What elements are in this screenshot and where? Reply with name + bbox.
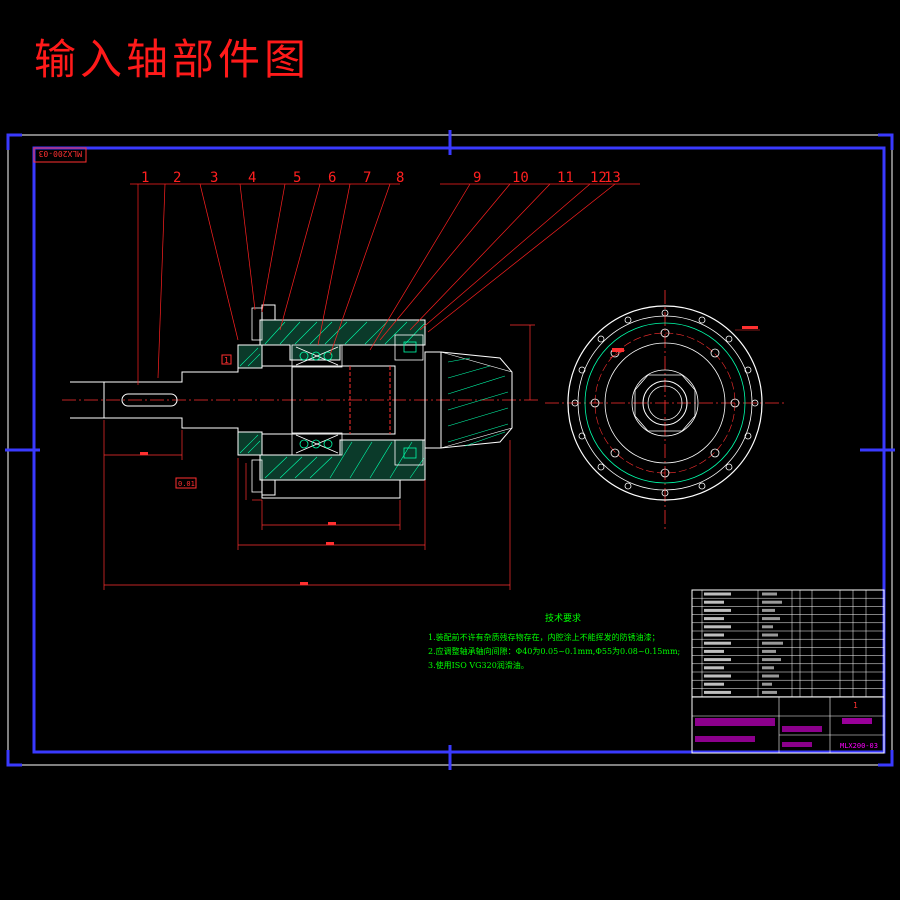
- hub-hex: [634, 374, 696, 432]
- tech-item-3: 3.使用ISO VG320润滑油。: [428, 661, 529, 670]
- parts-cell-text: [762, 666, 774, 670]
- parts-cell-text: [704, 674, 731, 678]
- technical-requirements: 技术要求 1.装配前不许有杂质残存物存在，内腔涂上不能挥发的防锈油漆； 2.应调…: [428, 612, 681, 673]
- balloon-1: 1: [141, 170, 149, 186]
- code-box-text: MLX200-03: [38, 149, 82, 158]
- parts-cell-text: [762, 674, 779, 678]
- parts-cell-text: [762, 617, 780, 621]
- parts-cell-text: [762, 600, 782, 604]
- parts-cell-text: [704, 592, 731, 596]
- balloon-11: 11: [557, 170, 574, 186]
- balloon-9: 9: [473, 170, 481, 186]
- dimension-values: [140, 452, 336, 585]
- inner-shaft: [291, 351, 442, 449]
- tech-item-1: 1.装配前不许有杂质残存物存在，内腔涂上不能挥发的防锈油漆；: [428, 633, 660, 642]
- bolt-circle: [594, 332, 736, 474]
- flange-ring-4: [604, 342, 726, 464]
- parts-cell-text: [762, 633, 778, 637]
- balloon-6: 6: [328, 170, 336, 186]
- balloon-5: 5: [293, 170, 301, 186]
- section-view: 1 0.01 1 2 3 4 5 6 7: [62, 170, 640, 590]
- leader-lines: [130, 183, 640, 385]
- bore-inner: [647, 385, 683, 421]
- code-box: [33, 147, 87, 163]
- balloon-2: 2: [173, 170, 181, 186]
- balloon-13: 13: [604, 170, 621, 186]
- bolts: [251, 307, 263, 493]
- parts-cell-text: [704, 600, 724, 604]
- balloon-8: 8: [396, 170, 404, 186]
- balloon-4: 4: [248, 170, 256, 186]
- title-block: 1 MLX200-03: [691, 589, 885, 754]
- parts-cell-text: [704, 658, 731, 662]
- parts-cell-text: [704, 682, 724, 686]
- parts-cell-text: [762, 658, 781, 662]
- balloon-7: 7: [363, 170, 371, 186]
- parts-cell-text: [704, 608, 731, 612]
- balloon-12: 12: [590, 170, 607, 186]
- parts-cell-text: [704, 641, 731, 645]
- hub-outer: [631, 369, 699, 437]
- parts-cell-text: [704, 690, 731, 694]
- end-view: [545, 290, 785, 532]
- parts-cell-text: [704, 666, 724, 670]
- parts-cell-text: [704, 649, 724, 653]
- parts-cell-text: [704, 617, 724, 621]
- frame-corner-markers: [5, 130, 895, 770]
- parts-cell-text: [704, 625, 731, 629]
- parts-cell-text: [762, 649, 776, 653]
- parts-cell-text: [762, 641, 783, 645]
- sheet-number: 1: [853, 701, 858, 710]
- tolerance-label: 0.01: [178, 480, 195, 488]
- balloon-10: 10: [512, 170, 529, 186]
- parts-cell-text: [704, 633, 724, 637]
- balloon-3: 3: [210, 170, 218, 186]
- hatching: [239, 321, 425, 479]
- parts-cell-text: [762, 690, 777, 694]
- flange-outer: [567, 305, 763, 501]
- tech-title: 技术要求: [544, 614, 581, 624]
- drawing-title: 输入轴部件图: [34, 35, 311, 84]
- parts-cell-text: [762, 625, 773, 629]
- title-block-code: MLX200-03: [840, 742, 878, 750]
- bearings: [291, 334, 424, 466]
- bore: [642, 380, 688, 426]
- datum-box: [221, 354, 232, 365]
- bolt-holes: [571, 309, 759, 497]
- datum-label: 1: [224, 356, 229, 365]
- flange-ring-3: [584, 322, 746, 484]
- bevel-gear: [440, 351, 513, 449]
- parts-cell-text: [762, 608, 775, 612]
- tolerance-box: [175, 477, 197, 489]
- tech-item-2: 2.应调整轴承轴向间隙：Φ40为0.05~0.1mm,Φ55为0.08~0.15…: [428, 647, 681, 656]
- parts-cell-text: [762, 682, 772, 686]
- parts-cell-text: [762, 592, 777, 596]
- balloon-labels: 1 2 3 4 5 6 7 8 9 10 11 12 13: [141, 170, 621, 186]
